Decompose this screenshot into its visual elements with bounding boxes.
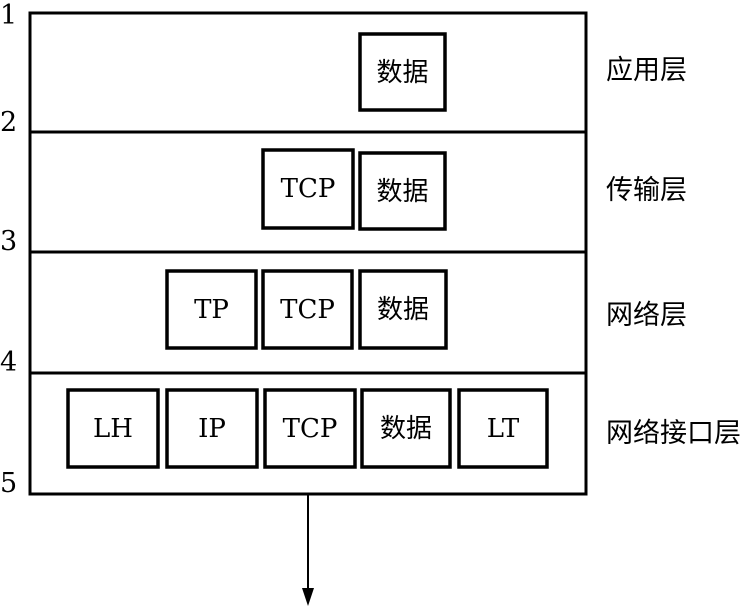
layer-name: 网络层 — [606, 300, 687, 331]
data-box-label: 数据 — [377, 295, 429, 325]
layer-transport: TCP 数据 — [261, 148, 447, 231]
tcp-header-box — [261, 148, 355, 230]
data-box-label: 数据 — [380, 414, 432, 444]
ip-header-label: IP — [198, 414, 226, 444]
layer-name: 网络接口层 — [606, 418, 741, 449]
data-box-label: 数据 — [376, 58, 428, 88]
lh-header-box — [66, 388, 160, 469]
lt-trailer-label: LT — [487, 414, 520, 444]
layer-name: 应用层 — [606, 55, 687, 86]
tp-header-box — [165, 269, 258, 350]
data-box — [358, 151, 447, 231]
tcp-header-label: TCP — [281, 174, 336, 204]
data-box — [358, 32, 447, 112]
boundary-number: 1 — [0, 0, 17, 31]
boundary-number: 3 — [0, 226, 17, 257]
tcp-header-box — [263, 388, 357, 469]
boundary-number: 4 — [0, 347, 17, 378]
data-box — [358, 269, 448, 350]
tp-header-label: TP — [194, 295, 229, 325]
layer-network-interface: LH IP TCP 数据 LT — [66, 388, 549, 469]
lh-header-label: LH — [93, 414, 133, 444]
data-box-label: 数据 — [376, 177, 428, 207]
boundary-number: 2 — [0, 107, 17, 138]
boundary-number: 5 — [0, 468, 17, 499]
ip-header-box — [165, 388, 259, 469]
tcp-header-box — [261, 269, 354, 350]
layer-network: TP TCP 数据 — [165, 269, 448, 350]
tcp-header-label: TCP — [283, 414, 338, 444]
arrow-down-icon — [302, 588, 314, 606]
lt-trailer-box — [457, 388, 549, 469]
tcp-header-label: TCP — [280, 295, 335, 325]
layer-application: 数据 — [358, 32, 447, 112]
data-box — [360, 388, 452, 469]
layer-name: 传输层 — [606, 175, 687, 206]
